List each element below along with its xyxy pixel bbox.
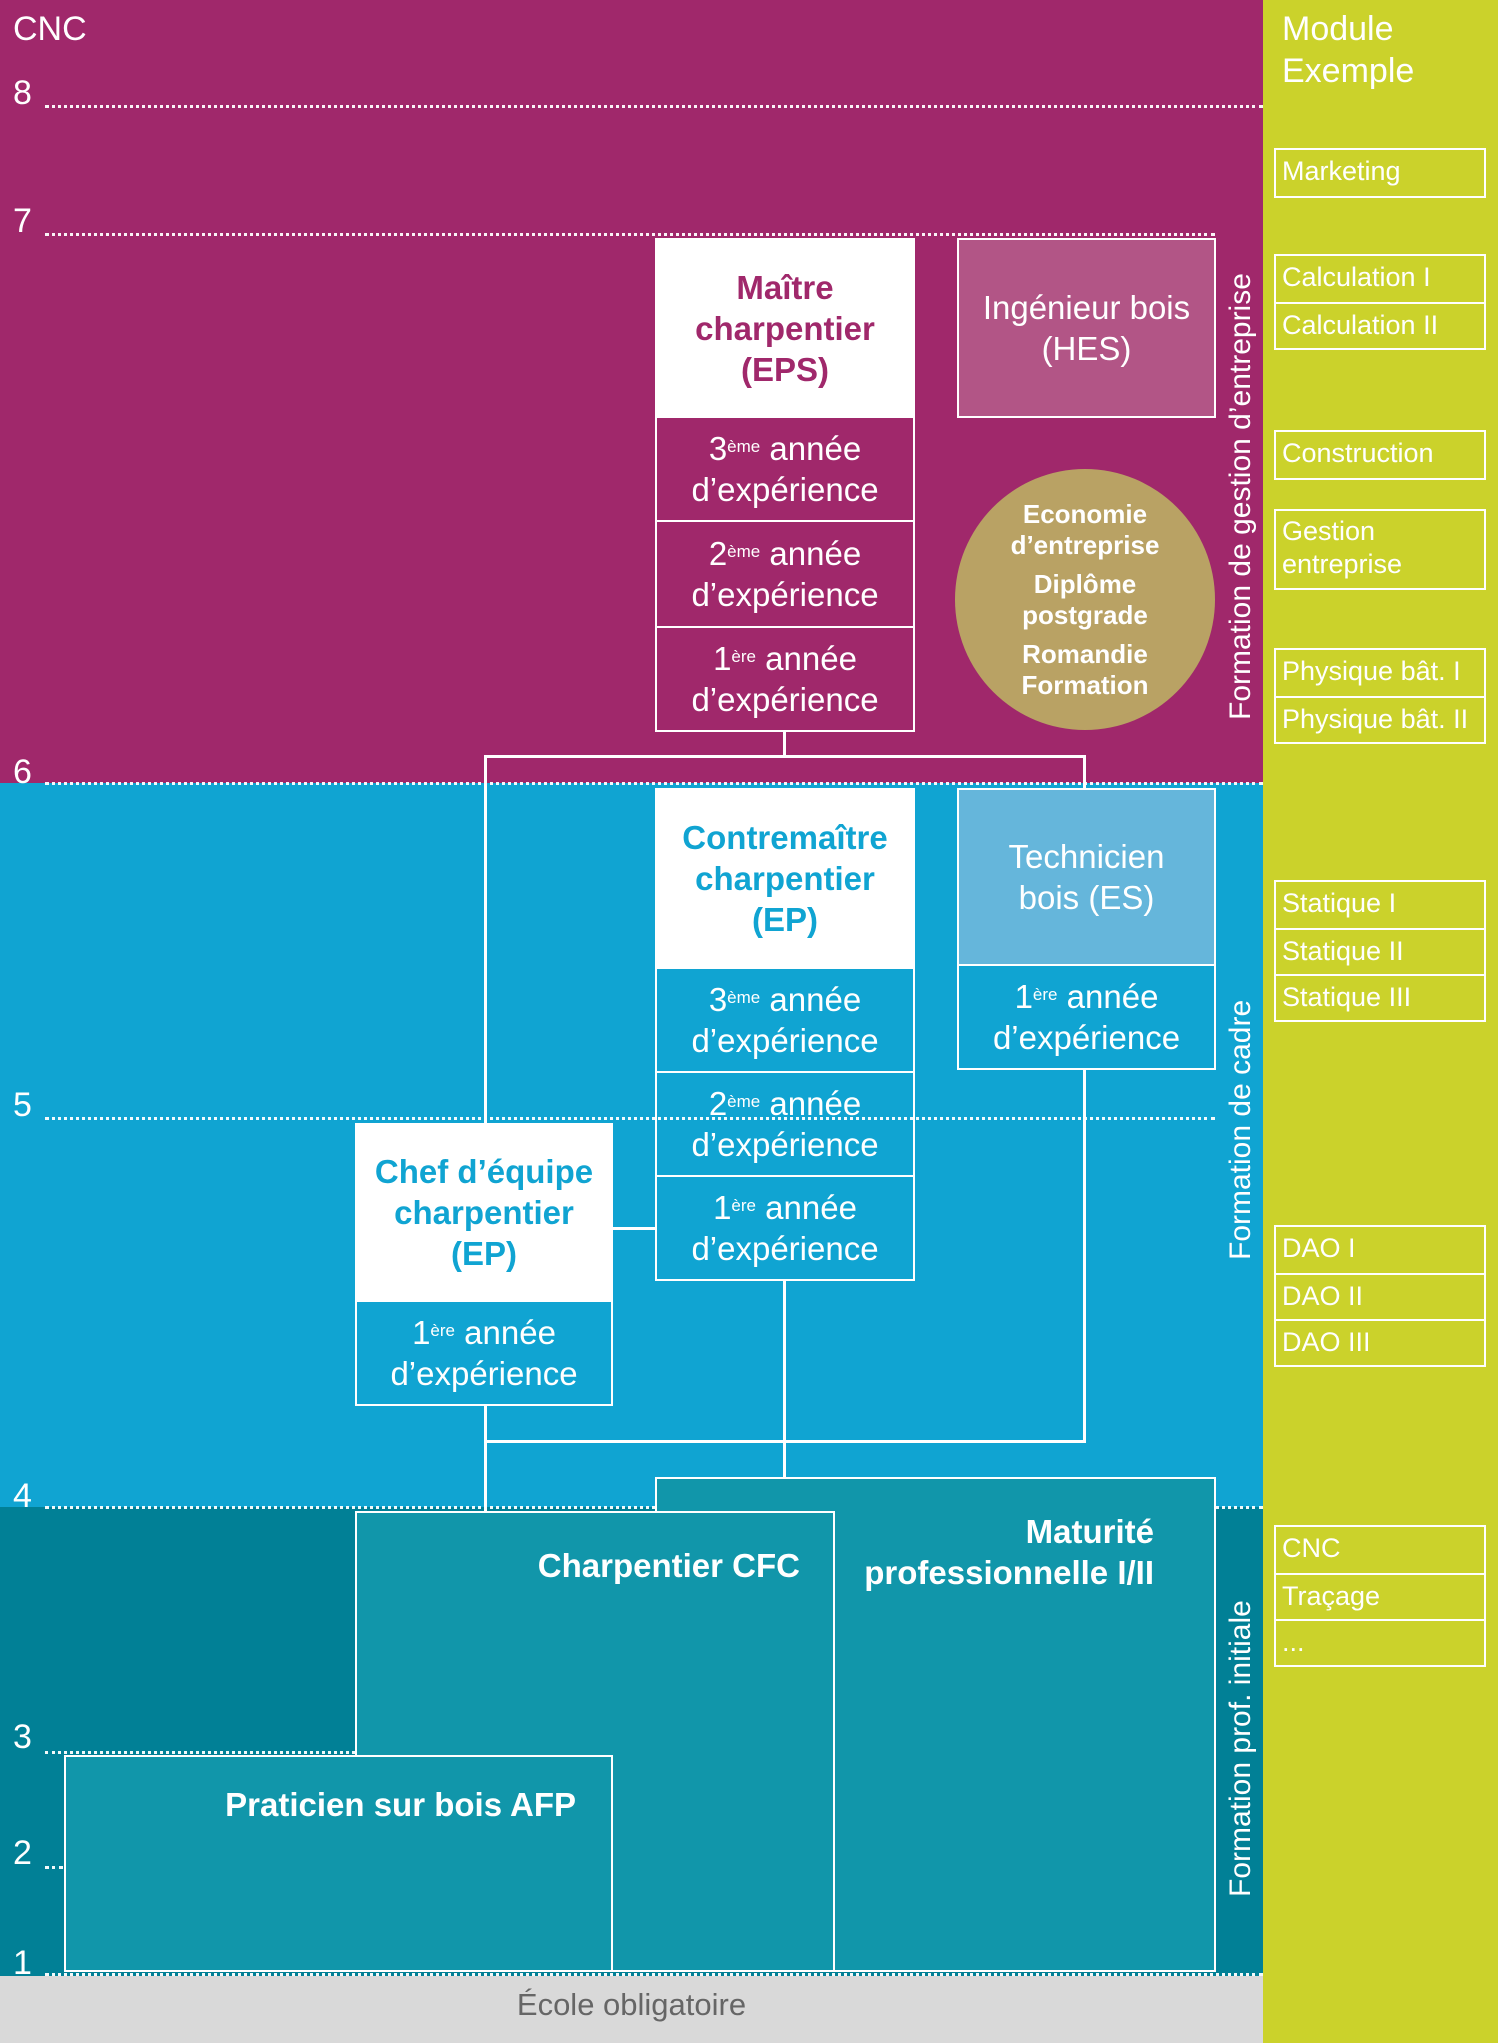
module-item[interactable]: DAO II <box>1276 1273 1484 1319</box>
maitre-title-line: (EPS) <box>740 350 829 388</box>
module-item[interactable]: Traçage <box>1276 1573 1484 1619</box>
connector <box>783 1279 786 1478</box>
connector <box>484 1404 487 1512</box>
level-4: 4 <box>13 1477 32 1515</box>
maitre-charpentier-card[interactable]: Maître charpentier (EPS) <box>655 238 915 418</box>
module-item[interactable]: DAO I <box>1282 1233 1356 1263</box>
module-group-cnc: CNC Traçage ... <box>1274 1525 1486 1667</box>
level-2: 2 <box>13 1834 32 1872</box>
level-8-line <box>45 105 1263 108</box>
axis-title: CNC <box>13 10 87 48</box>
level-8: 8 <box>13 74 32 112</box>
technicien-bois-card[interactable]: Technicien bois (ES) <box>957 788 1216 966</box>
module-item[interactable]: Physique bât. II <box>1276 696 1484 742</box>
module-group-statique: Statique I Statique II Statique III <box>1274 880 1486 1022</box>
level-1: 1 <box>13 1944 32 1982</box>
module-group-gestion: Gestion entreprise <box>1274 509 1486 590</box>
level-6: 6 <box>13 753 32 791</box>
module-item[interactable]: Physique bât. I <box>1282 656 1461 686</box>
connector <box>1083 1068 1086 1443</box>
module-item[interactable]: DAO III <box>1276 1319 1484 1365</box>
maitre-title-line: Maître <box>736 268 834 306</box>
ingenieur-line: Ingénieur bois <box>982 289 1191 326</box>
module-item[interactable]: Statique I <box>1282 888 1397 918</box>
chef-equipe-card[interactable]: Chef d’équipe charpentier (EP) <box>355 1123 613 1302</box>
module-item[interactable]: Statique III <box>1276 974 1484 1020</box>
level-2-line <box>45 1866 63 1869</box>
level-7: 7 <box>13 202 32 240</box>
maitre-title-line: charpentier <box>695 309 875 347</box>
module-item[interactable]: Construction <box>1282 438 1434 468</box>
level-5: 5 <box>13 1086 32 1124</box>
ingenieur-line: (HES) <box>1041 330 1132 367</box>
module-group-marketing: Marketing <box>1274 148 1486 198</box>
management-band-label: Formation de gestion d’entreprise <box>1224 273 1257 720</box>
modules-header: Module Exemple <box>1282 10 1415 90</box>
level-1-line <box>45 1973 1263 1976</box>
module-item[interactable]: Statique II <box>1276 928 1484 974</box>
level-3: 3 <box>13 1718 32 1756</box>
level-4-line <box>45 1506 1263 1509</box>
connector <box>1083 755 1086 789</box>
module-group-calculation: Calculation I Calculation II <box>1274 254 1486 350</box>
connector <box>484 755 487 1124</box>
module-item[interactable]: CNC <box>1282 1533 1341 1563</box>
connector <box>611 1227 656 1230</box>
level-7-line <box>45 233 1215 236</box>
connector <box>484 755 1086 758</box>
level-3-line <box>45 1751 355 1754</box>
module-item[interactable]: Gestion entreprise <box>1282 516 1403 579</box>
initial-band-label: Formation prof. initiale <box>1224 1600 1257 1897</box>
ingenieur-bois-card[interactable]: Ingénieur bois (HES) <box>957 238 1216 418</box>
module-item[interactable]: Marketing <box>1282 156 1401 186</box>
connector <box>783 731 786 757</box>
module-group-construction: Construction <box>1274 430 1486 480</box>
module-item[interactable]: ... <box>1276 1619 1484 1665</box>
module-item[interactable]: Calculation I <box>1282 262 1431 292</box>
school-label: École obligatoire <box>516 1987 747 2022</box>
cadre-band-label: Formation de cadre <box>1224 999 1257 1260</box>
band-school <box>0 1976 1263 2043</box>
level-5-line <box>45 1117 1215 1120</box>
level-6-line <box>45 782 1263 785</box>
module-group-physique: Physique bât. I Physique bât. II <box>1274 648 1486 744</box>
contremaitre-card[interactable]: Contremaître charpentier (EP) <box>655 788 915 969</box>
module-group-dao: DAO I DAO II DAO III <box>1274 1225 1486 1367</box>
praticien-afp-card[interactable]: Praticien sur bois AFP <box>64 1755 613 1972</box>
module-item[interactable]: Calculation II <box>1276 302 1484 348</box>
